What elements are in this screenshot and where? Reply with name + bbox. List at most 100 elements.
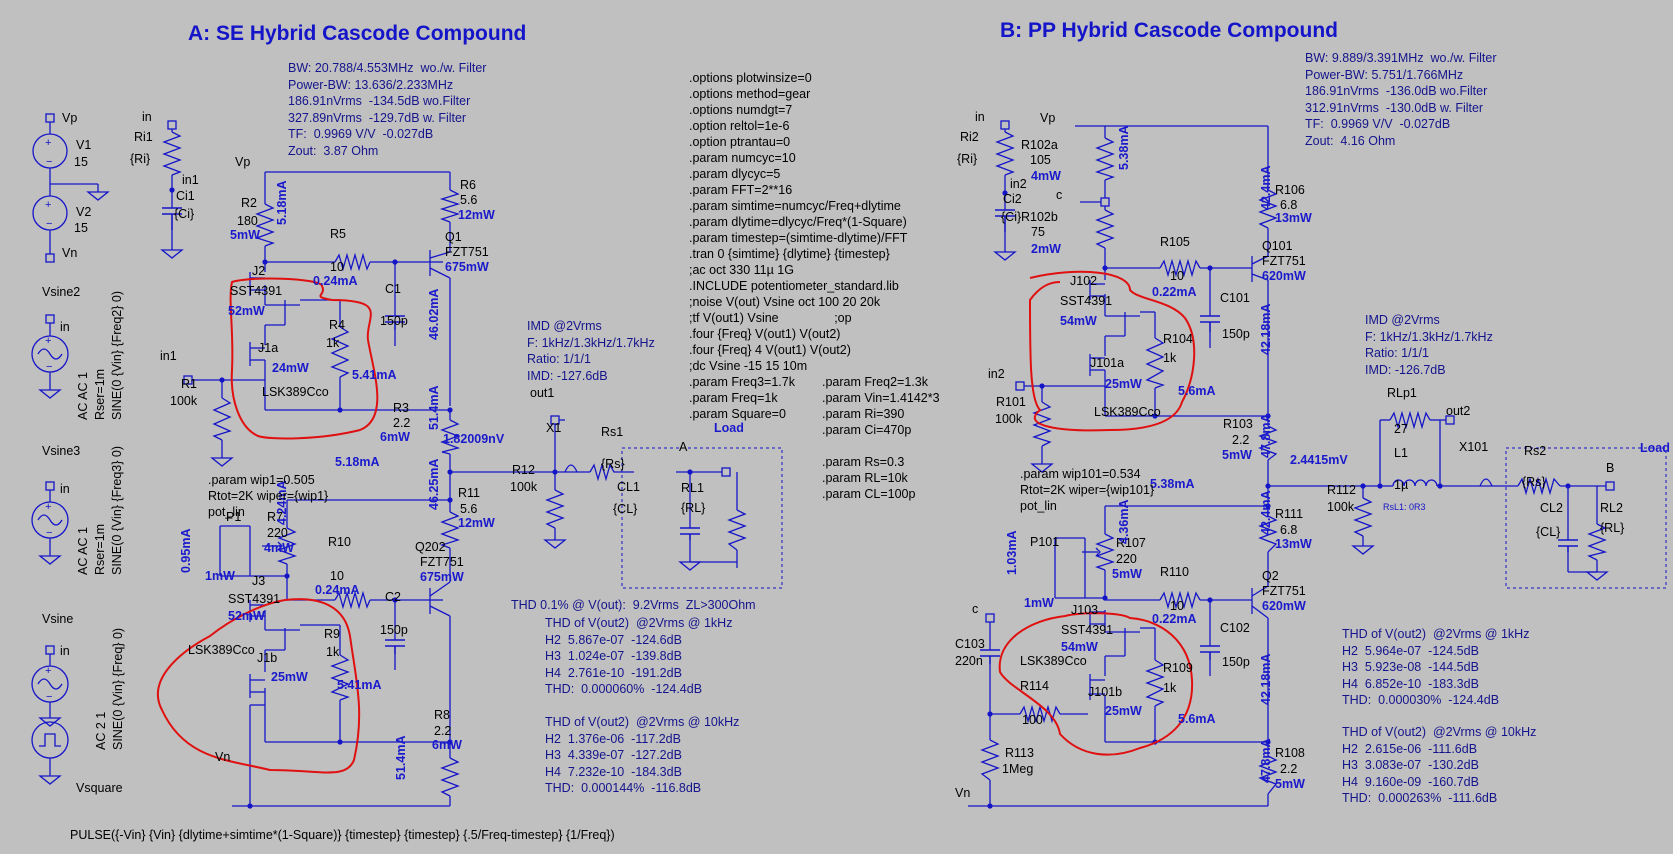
current-annotation: 47.8mA <box>1259 739 1273 783</box>
source-spec-vsine: AC 2 1 SINE(0 {Vin} {Freq} 0) <box>94 627 125 750</box>
component-label: Ri1 <box>134 130 153 144</box>
component-label: 75 <box>1031 225 1045 239</box>
component-label: 0.22mA <box>1152 285 1196 299</box>
component-label: 52mW <box>228 304 265 318</box>
component-label: 10 <box>330 260 344 274</box>
component-label: {Ri} <box>130 152 150 166</box>
component-label: R106 <box>1275 183 1305 197</box>
component-label: R112 <box>1327 483 1356 497</box>
component-label: {CL} <box>613 502 637 516</box>
component-label: in1 <box>182 173 199 187</box>
component-label: 220 <box>1116 552 1137 566</box>
imd-panel-b: IMD @2Vrms F: 1kHz/1.3kHz/1.7kHz Ratio: … <box>1365 313 1493 377</box>
component-label: R11 <box>458 486 480 500</box>
component-label: FZT751 <box>420 555 464 569</box>
component-label: R102a <box>1021 138 1058 152</box>
component-label: {Rs} <box>1522 475 1546 489</box>
current-annotation: 47.8mA <box>1259 414 1273 458</box>
current-annotation: 46.25mA <box>427 459 441 510</box>
component-label: 6.8 <box>1280 198 1297 212</box>
component-label: Vn <box>215 750 230 764</box>
component-label: P1 <box>226 510 241 524</box>
component-label: L1 <box>1394 446 1408 460</box>
component-label: 0.24mA <box>315 583 359 597</box>
component-label: 100k <box>510 480 538 494</box>
component-label: {CL} <box>1536 525 1560 539</box>
pulse-source-spec: PULSE({-Vin} {Vin} {dlytime+simtime*(1-S… <box>70 828 615 842</box>
component-label: 1k <box>1163 351 1177 365</box>
current-annotation: 46.02mA <box>427 289 441 340</box>
component-label: C2 <box>385 590 401 604</box>
component-label: R10 <box>328 535 351 549</box>
component-label: Vp <box>235 155 250 169</box>
pot-wipers <box>262 541 1101 557</box>
component-label: SST4391 <box>230 284 282 298</box>
current-annotation: 0.95mA <box>179 529 193 573</box>
component-label: R111 <box>1275 507 1303 521</box>
current-annotation: 42.4mA <box>1259 166 1273 210</box>
component-label: X1 <box>546 421 561 435</box>
component-label: out1 <box>530 386 554 400</box>
terminal-squares <box>45 113 1615 655</box>
component-label: Q101 <box>1262 239 1293 253</box>
transistors <box>249 250 1269 700</box>
svg-text:+: + <box>45 335 51 347</box>
component-label: in2 <box>988 367 1005 381</box>
component-label: 620mW <box>1262 269 1306 283</box>
svg-text:+: + <box>45 199 51 211</box>
component-label: Vp <box>1040 111 1055 125</box>
component-label: SST4391 <box>1061 623 1113 637</box>
component-label: P101 <box>1030 535 1059 549</box>
component-label: 6.8 <box>1280 523 1297 537</box>
component-label: FZT751 <box>1262 584 1306 598</box>
component-label: B <box>1606 461 1614 475</box>
component-label: 0.22mA <box>1152 612 1196 626</box>
current-annotation: 51.4mA <box>394 736 408 780</box>
component-label: 5.41mA <box>337 678 381 692</box>
component-label: LSK389Cco <box>188 643 255 657</box>
component-label: 5mW <box>1222 448 1252 462</box>
component-label: Ci1 <box>176 189 195 203</box>
component-label: C101 <box>1220 291 1250 305</box>
component-label: 5mW <box>1275 777 1305 791</box>
in-label-1: in <box>60 320 70 334</box>
param-block-right: .param Freq2=1.3k .param Vin=1.4142*3 .p… <box>822 375 940 501</box>
component-label: R1 <box>181 377 197 391</box>
vn-label: Vn <box>62 246 78 260</box>
spice-directives: .options plotwinsize=0 .options method=g… <box>689 71 908 373</box>
info-panel-b: BW: 9.889/3.391MHz wo./w. Filter Power-B… <box>1305 51 1497 148</box>
thd-panel-a-10k: THD of V(out2) @2Vrms @ 10kHz H2 1.376e-… <box>545 715 740 795</box>
capacitors <box>162 207 1578 664</box>
component-label: 150p <box>1222 655 1250 669</box>
component-label: Q1 <box>445 230 462 244</box>
component-label: 6mW <box>432 738 462 752</box>
thd-panel-b-1k: THD of V(out2) @2Vrms @ 1kHz H2 5.964e-0… <box>1342 627 1530 707</box>
component-label: 620mW <box>1262 599 1306 613</box>
component-label: 2.4415mV <box>1290 453 1348 467</box>
v2-value: 15 <box>74 221 88 235</box>
component-label: 12mW <box>458 516 495 530</box>
component-label: 1mW <box>205 569 235 583</box>
component-label: 5.6 <box>460 193 477 207</box>
component-label: 675mW <box>445 260 489 274</box>
component-label: 100 <box>1022 713 1043 727</box>
component-label: 5mW <box>230 228 260 242</box>
component-label: R9 <box>324 627 340 641</box>
component-label: R108 <box>1275 746 1305 760</box>
component-label: Load <box>1640 441 1670 455</box>
component-label: {Ri} <box>957 152 977 166</box>
component-label: R4 <box>329 318 345 332</box>
component-label: Rs1 <box>601 425 623 439</box>
red-highlights <box>156 270 1196 774</box>
component-label: Vn <box>955 786 970 800</box>
ground-symbols <box>38 191 1609 785</box>
imd-panel-a: IMD @2Vrms F: 1kHz/1.3kHz/1.7kHz Ratio: … <box>527 319 655 383</box>
component-label: Ri2 <box>960 130 979 144</box>
component-label: 0.24mA <box>313 274 357 288</box>
component-label: R109 <box>1163 661 1193 675</box>
component-label: R113 <box>1005 746 1034 760</box>
component-label: 150p <box>380 314 408 328</box>
component-label: 10 <box>1170 269 1184 283</box>
component-label: 5.41mA <box>352 368 396 382</box>
thd-panel-b-10k: THD of V(out2) @2Vrms @ 10kHz H2 2.615e-… <box>1342 725 1537 805</box>
